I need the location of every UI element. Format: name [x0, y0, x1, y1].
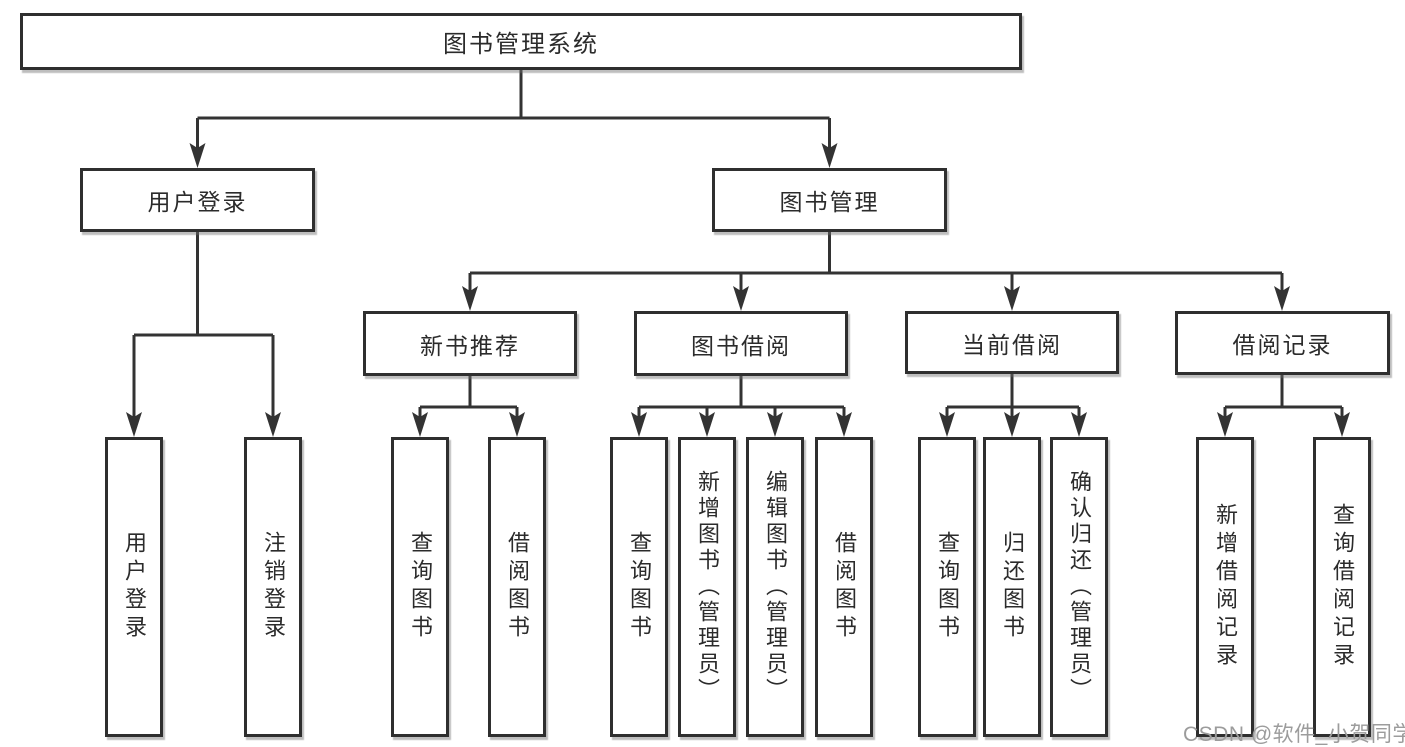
- leaf-user-login: 用户登录: [105, 437, 163, 737]
- node-book-borrowing: 图书借阅: [634, 311, 848, 376]
- arrowheads: [126, 143, 1350, 437]
- node-library-management-system: 图书管理系统: [20, 13, 1022, 70]
- node-book-management: 图书管理: [712, 168, 947, 232]
- node-new-book-recommendation: 新书推荐: [363, 311, 577, 376]
- leaf-query-books-current: 查询图书: [918, 437, 976, 737]
- leaf-confirm-return-admin: 确认归还（管理员）: [1050, 437, 1108, 737]
- leaf-query-books-recommend: 查询图书: [391, 437, 449, 737]
- node-borrowing-records: 借阅记录: [1175, 311, 1390, 375]
- csdn-watermark: CSDN @软件_小贺同学: [1183, 723, 1405, 746]
- leaf-query-books-borrow: 查询图书: [610, 437, 668, 737]
- leaf-edit-book-admin: 编辑图书（管理员）: [746, 437, 804, 737]
- leaf-add-borrow-record: 新增借阅记录: [1196, 437, 1254, 737]
- leaf-logout: 注销登录: [244, 437, 302, 737]
- leaf-return-book: 归还图书: [983, 437, 1041, 737]
- leaf-borrow-books: 借阅图书: [815, 437, 873, 737]
- node-current-borrowing: 当前借阅: [905, 311, 1119, 374]
- leaf-query-borrow-record: 查询借阅记录: [1313, 437, 1371, 737]
- leaf-borrow-books-recommend: 借阅图书: [488, 437, 546, 737]
- node-user-login: 用户登录: [80, 168, 315, 232]
- leaf-add-book-admin: 新增图书（管理员）: [678, 437, 736, 737]
